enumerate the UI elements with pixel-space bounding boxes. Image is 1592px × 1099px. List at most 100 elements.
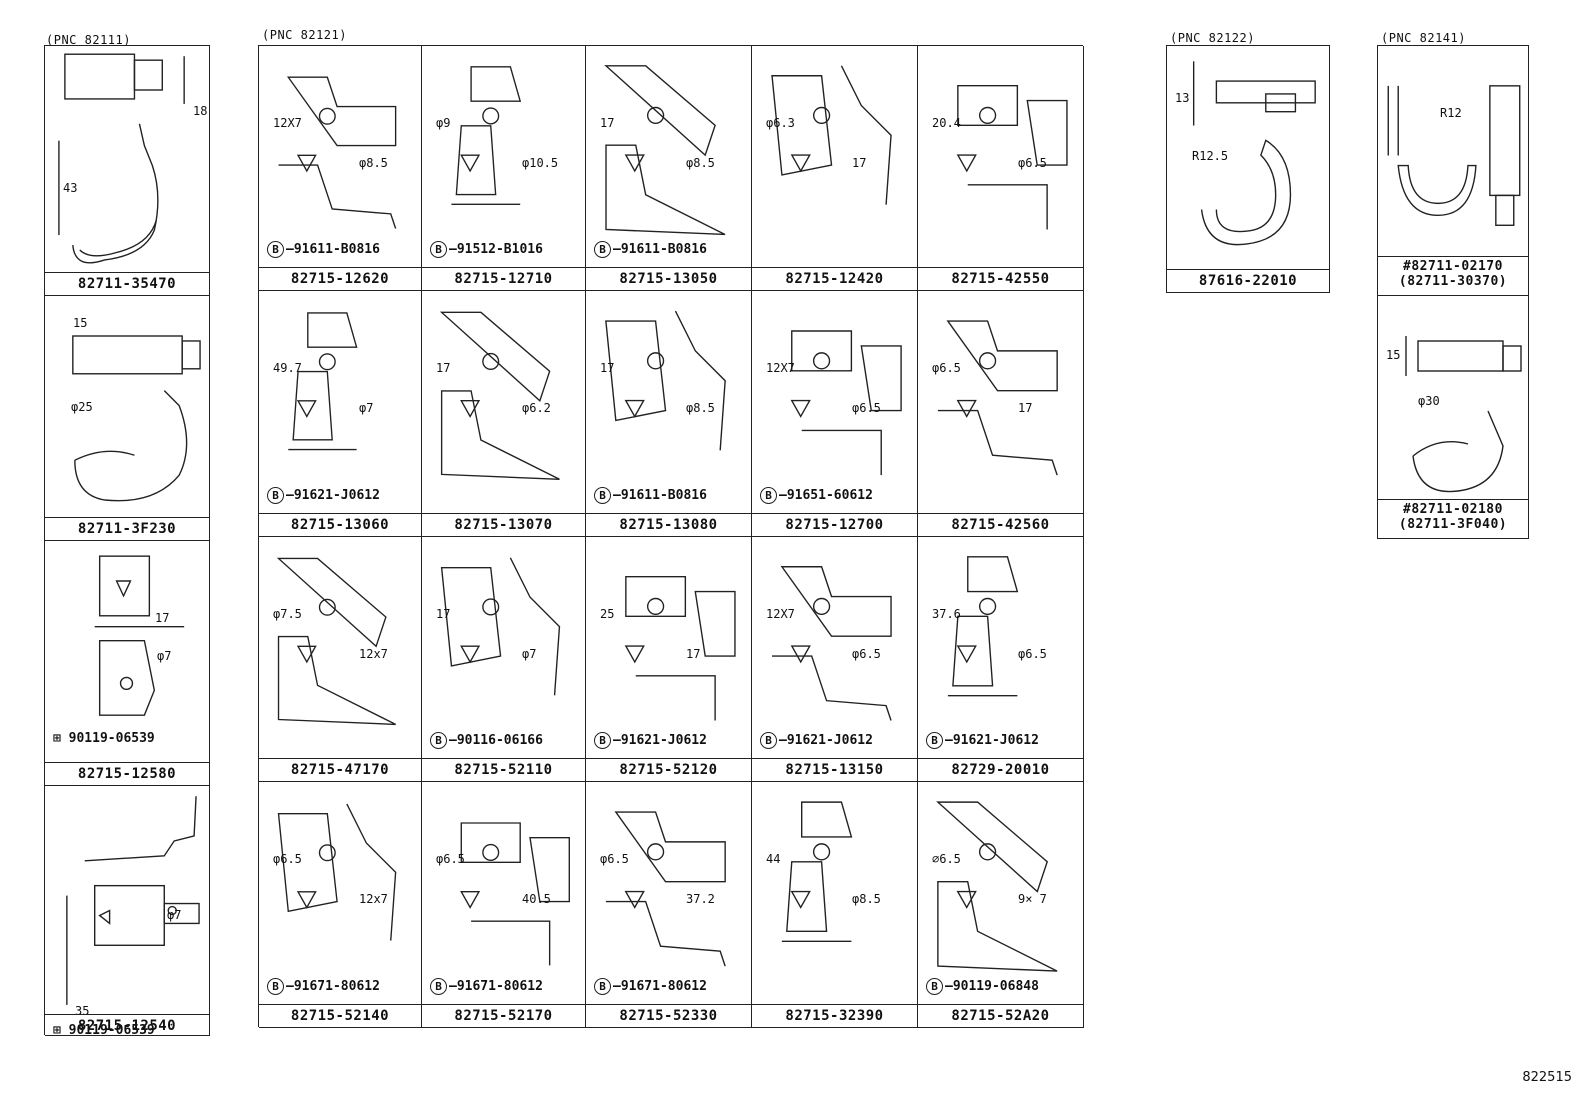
locator-tab xyxy=(460,154,481,173)
dimension-label: 44 xyxy=(766,852,781,866)
part-number: 82715-13050 xyxy=(586,267,751,290)
part-number: 82715-47170 xyxy=(259,758,421,781)
locator-tab xyxy=(296,891,317,909)
bracket-drawing xyxy=(605,310,726,451)
bracket-drawing xyxy=(440,557,561,696)
bracket-drawing xyxy=(451,66,522,206)
dimension-label: φ25 xyxy=(71,400,93,414)
bracket-drawing xyxy=(66,796,200,1005)
part-cell[interactable]: 17 φ7 ⊞ 90119-06539 82715-12580 xyxy=(45,541,210,786)
bolt-b-mark-icon: B xyxy=(430,732,447,749)
dimension-label: φ6.5 xyxy=(1018,156,1047,170)
dimension-label: 17 xyxy=(1018,401,1033,415)
part-number: 82715-42550 xyxy=(918,267,1083,290)
dimension-label: φ7 xyxy=(167,908,182,922)
part-cell[interactable]: 15 φ30 #82711-02180(82711-3F040) xyxy=(1378,296,1528,538)
mount-hole xyxy=(978,843,997,861)
part-cell[interactable]: 20.4 φ6.5 82715-42550 xyxy=(918,46,1084,291)
part-cell[interactable]: R12 #82711-02170(82711-30370) xyxy=(1378,46,1528,296)
dimension-label: φ30 xyxy=(1418,394,1440,408)
part-number: 82715-32390 xyxy=(752,1004,917,1027)
part-number: 82715-12580 xyxy=(45,762,209,785)
clamp-drawing xyxy=(1387,85,1521,226)
bracket-drawing xyxy=(94,555,185,716)
dimension-label: 17 xyxy=(436,607,451,621)
bolt-b-mark-icon: B xyxy=(594,487,611,504)
clip-drawing xyxy=(58,53,185,264)
mount-hole xyxy=(646,106,665,125)
dimension-label: 17 xyxy=(436,361,451,375)
mount-hole xyxy=(812,597,831,616)
mount-hole xyxy=(646,597,665,616)
part-number: 82715-13070 xyxy=(422,513,585,536)
dimension-label: φ9 xyxy=(436,116,451,130)
part-number: 82715-12620 xyxy=(259,267,421,290)
bolt-b-mark-icon: B xyxy=(267,978,284,995)
dimension-label: 12x7 xyxy=(359,647,388,661)
dimension-label: 20.4 xyxy=(932,116,961,130)
part-number: 82715-12420 xyxy=(752,267,917,290)
dimension-label: 12X7 xyxy=(766,361,795,375)
mount-hole xyxy=(482,107,500,125)
dimension-label: ∅6.5 xyxy=(932,852,961,866)
bolt-b-mark-icon: B xyxy=(267,241,284,258)
mount-hole xyxy=(978,106,997,125)
dimension-label: 18 xyxy=(193,104,208,118)
locator-tab xyxy=(624,399,645,418)
dimension-label: 12X7 xyxy=(766,607,795,621)
mount-hole xyxy=(318,598,336,616)
part-cell[interactable]: 15 φ25 82711-3F230 xyxy=(45,296,210,541)
dimension-label: φ6.5 xyxy=(273,852,302,866)
bracket-drawing xyxy=(278,76,397,229)
pnc-label-82122: (PNC 82122) xyxy=(1170,31,1255,45)
part-cell[interactable]: φ7 35 ⊞ 90119-06539 82715-12540 xyxy=(45,786,210,1038)
part-number: #82711-02180(82711-3F040) xyxy=(1378,499,1528,538)
bracket-drawing xyxy=(937,320,1058,476)
mount-hole xyxy=(318,107,336,125)
bracket-drawing xyxy=(439,311,560,480)
dimension-label: R12 xyxy=(1440,106,1462,120)
fastener-callout: B—91611-B0816 xyxy=(267,241,380,258)
dimension-label: φ6.2 xyxy=(522,401,551,415)
dimension-label: 15 xyxy=(73,316,88,330)
locator-tab xyxy=(956,154,977,173)
dimension-label: φ8.5 xyxy=(359,156,388,170)
dimension-label: φ7 xyxy=(359,401,374,415)
bolt-b-mark-icon: B xyxy=(430,241,447,258)
part-cell[interactable]: 18 43 82711-35470 xyxy=(45,46,210,296)
bracket-drawing xyxy=(288,312,358,451)
part-cell[interactable]: 17 φ6.2 82715-13070 xyxy=(422,291,586,537)
dimension-label: φ6.5 xyxy=(436,852,465,866)
dimension-label: 13 xyxy=(1175,91,1190,105)
part-number: 82715-52140 xyxy=(259,1004,421,1027)
bracket-drawing xyxy=(772,566,892,721)
mount-hole xyxy=(812,106,831,125)
bracket-drawing xyxy=(460,822,570,966)
dimension-label: 17 xyxy=(852,156,867,170)
part-number: 82711-3F230 xyxy=(45,517,209,540)
locator-tab xyxy=(956,399,977,418)
fastener-callout: B—91671-80612 xyxy=(430,978,543,995)
mount-hole xyxy=(978,352,997,370)
clamp-drawing xyxy=(1192,61,1316,246)
part-number: 82715-12700 xyxy=(752,513,917,536)
